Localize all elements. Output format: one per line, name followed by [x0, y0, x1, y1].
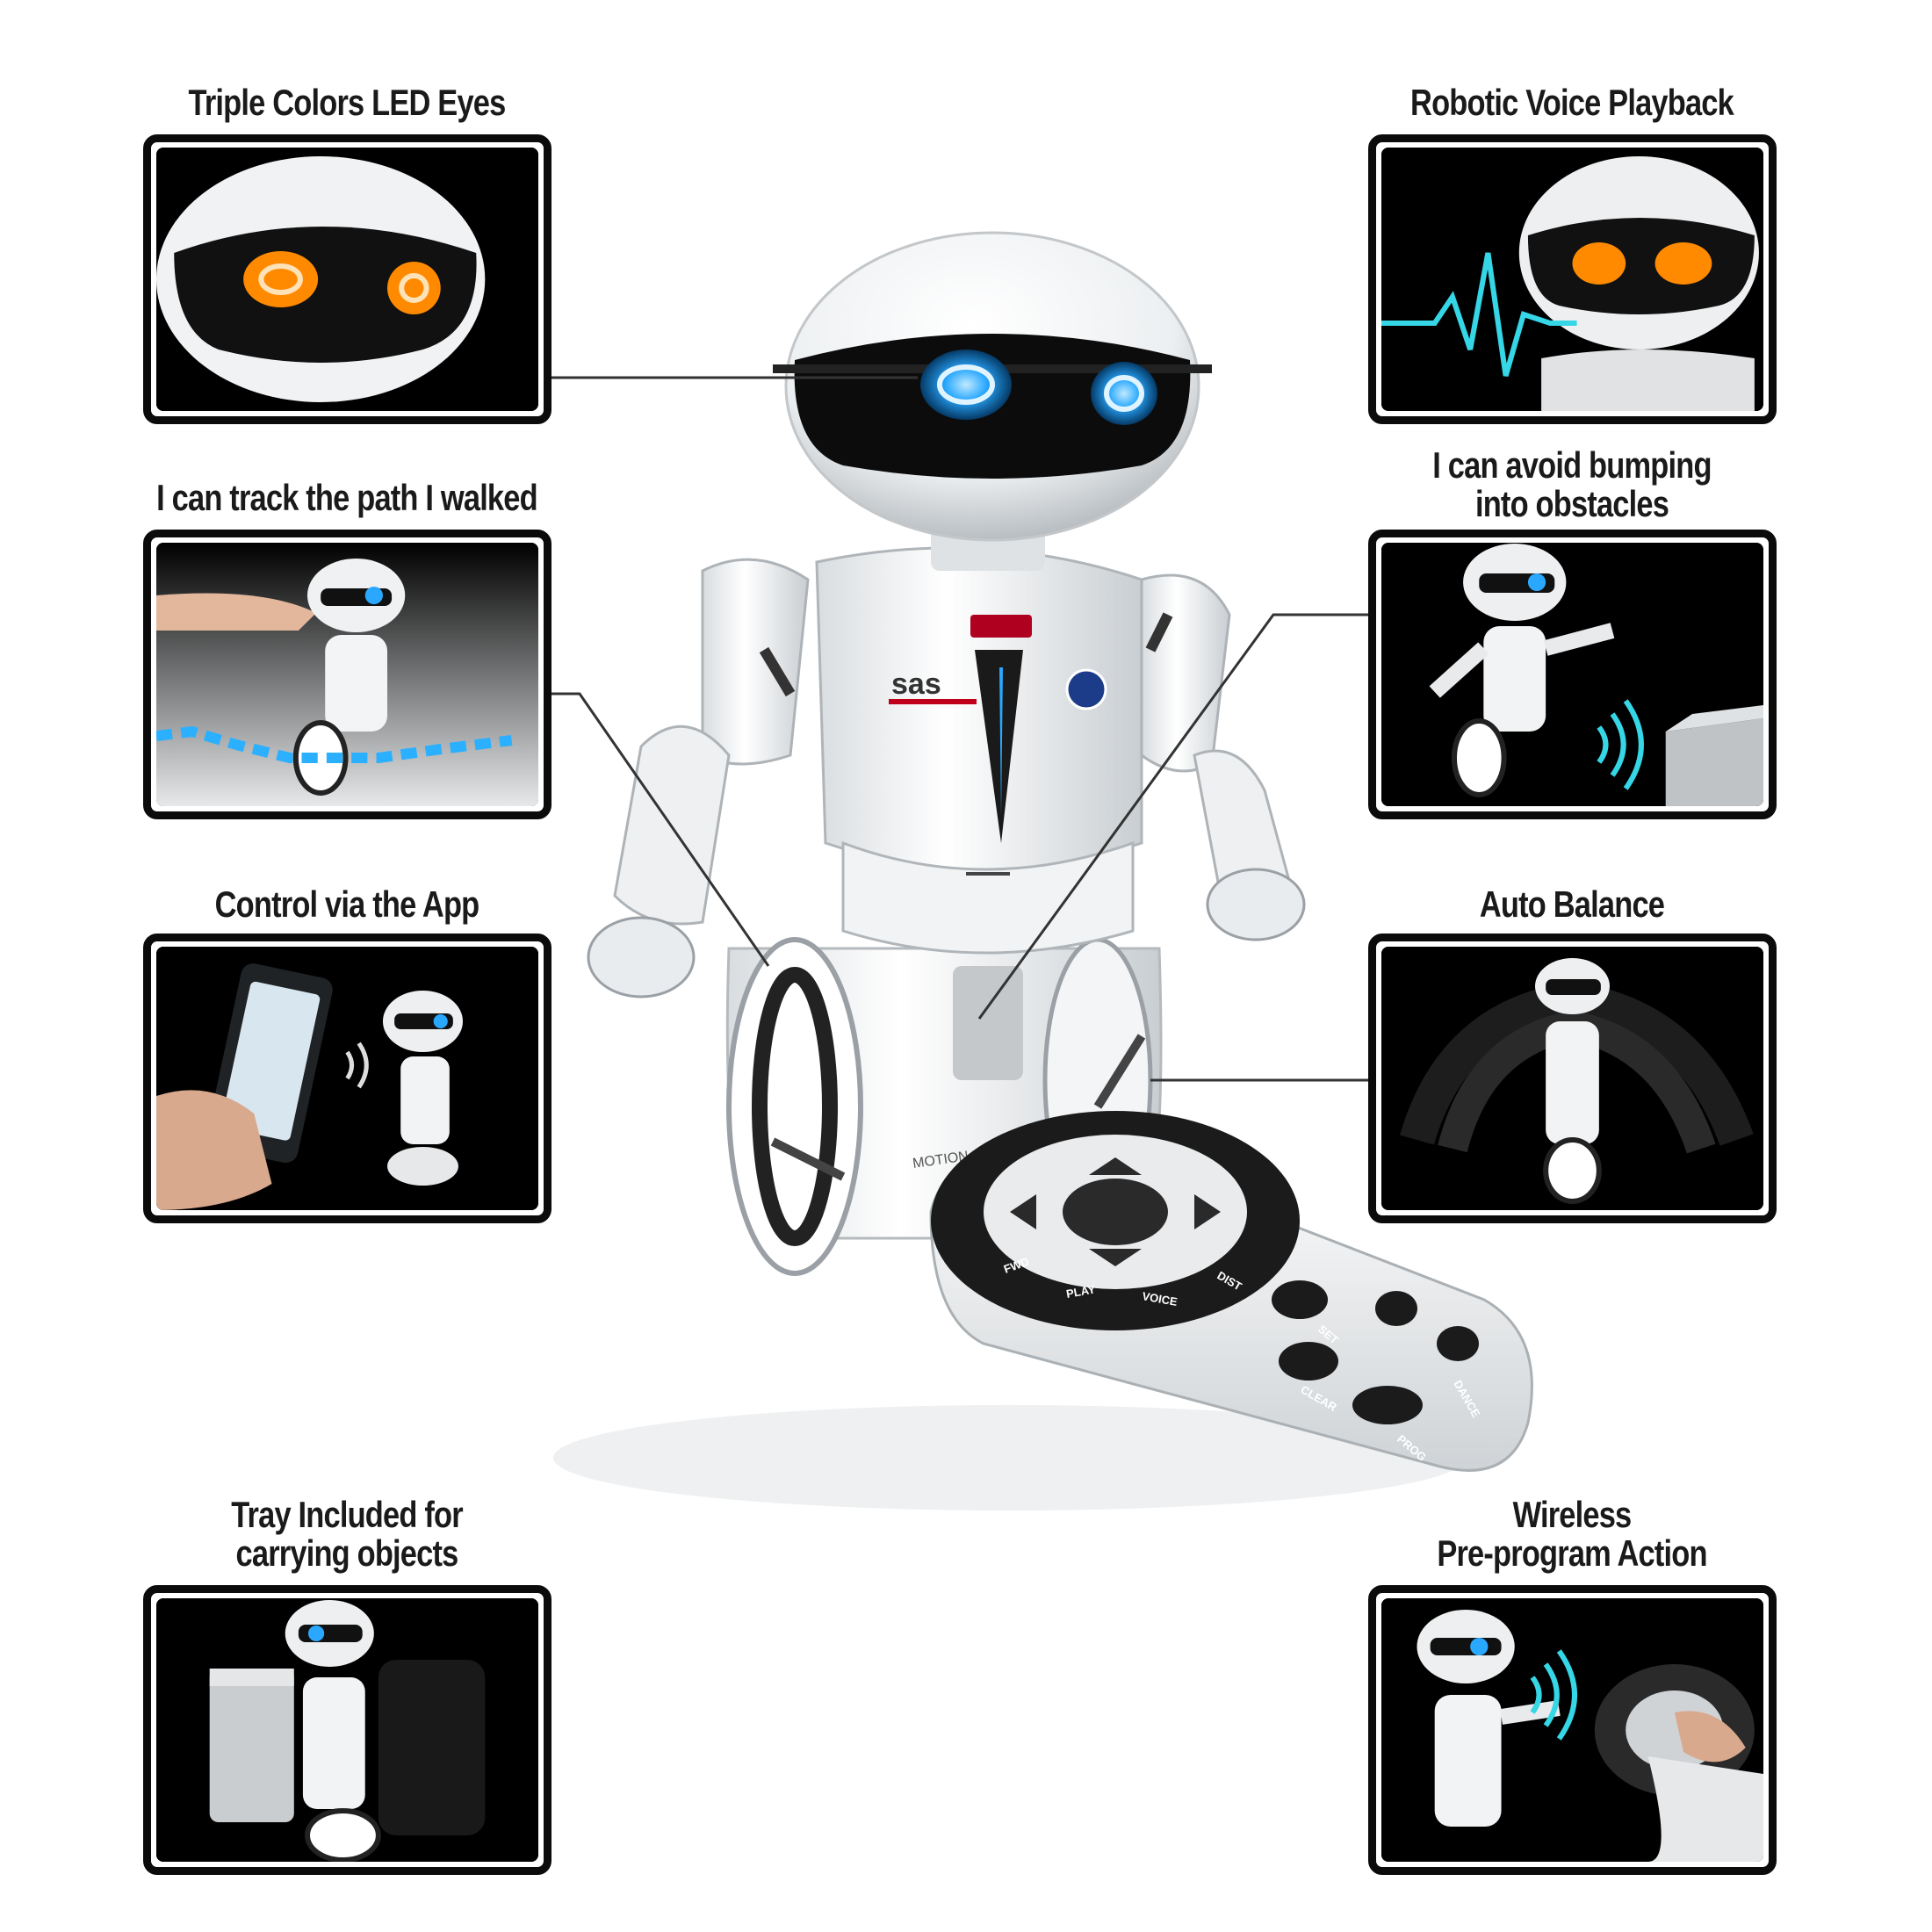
label-track-path: I can track the path I walked: [156, 477, 537, 518]
floor-shadow: [553, 1405, 1467, 1510]
label-led-eyes: Triple Colors LED Eyes: [188, 82, 507, 123]
robot-torso: [815, 546, 1143, 955]
label-avoid-line-2: into obstacles: [1474, 483, 1669, 524]
panel-avoid-obstacles: [1368, 530, 1777, 819]
label-avoid-line-1: I can avoid bumping: [1432, 444, 1712, 486]
remote-controller: [929, 1111, 1533, 1472]
panel-control-app: [143, 934, 551, 1223]
panel-led-eyes: [143, 134, 551, 424]
label-wireless-line-2: Pre-program Action: [1437, 1532, 1707, 1574]
label-voice-playback: Robotic Voice Playback: [1410, 82, 1734, 123]
label-avoid-obstacles: I can avoid bumping into obstacles: [1395, 446, 1748, 523]
panel-wireless: [1368, 1585, 1777, 1875]
label-control-app: Control via the App: [214, 883, 480, 925]
avoid-obstacles-image: [1381, 543, 1763, 806]
label-tray: Tray Included for carrying objects: [177, 1496, 515, 1573]
robot-right-arm: [1140, 573, 1306, 941]
robot-eyes: [920, 350, 1157, 425]
tray-image: [156, 1598, 538, 1862]
wireless-image: [1381, 1598, 1763, 1862]
control-app-image: [156, 947, 538, 1210]
led-eyes-image: [156, 148, 538, 411]
remote-label-voice: VOICE: [1141, 1289, 1179, 1308]
panel-auto-balance: [1368, 934, 1777, 1223]
label-wireless-line-1: Wireless: [1512, 1494, 1633, 1535]
robot-brand-mark: sas: [891, 667, 941, 701]
panel-tray: [143, 1585, 551, 1875]
auto-balance-image: [1381, 947, 1763, 1210]
label-tray-line-2: carrying objects: [235, 1532, 459, 1574]
panel-track-path: [143, 530, 551, 819]
label-tray-line-1: Tray Included for: [231, 1494, 463, 1535]
voice-playback-image: [1381, 148, 1763, 411]
label-auto-balance: Auto Balance: [1479, 883, 1665, 925]
label-wireless: Wireless Pre-program Action: [1402, 1496, 1741, 1573]
panel-voice-playback: [1368, 134, 1777, 424]
track-path-image: [156, 543, 538, 806]
remote-label-play: PLAY: [1065, 1282, 1097, 1301]
